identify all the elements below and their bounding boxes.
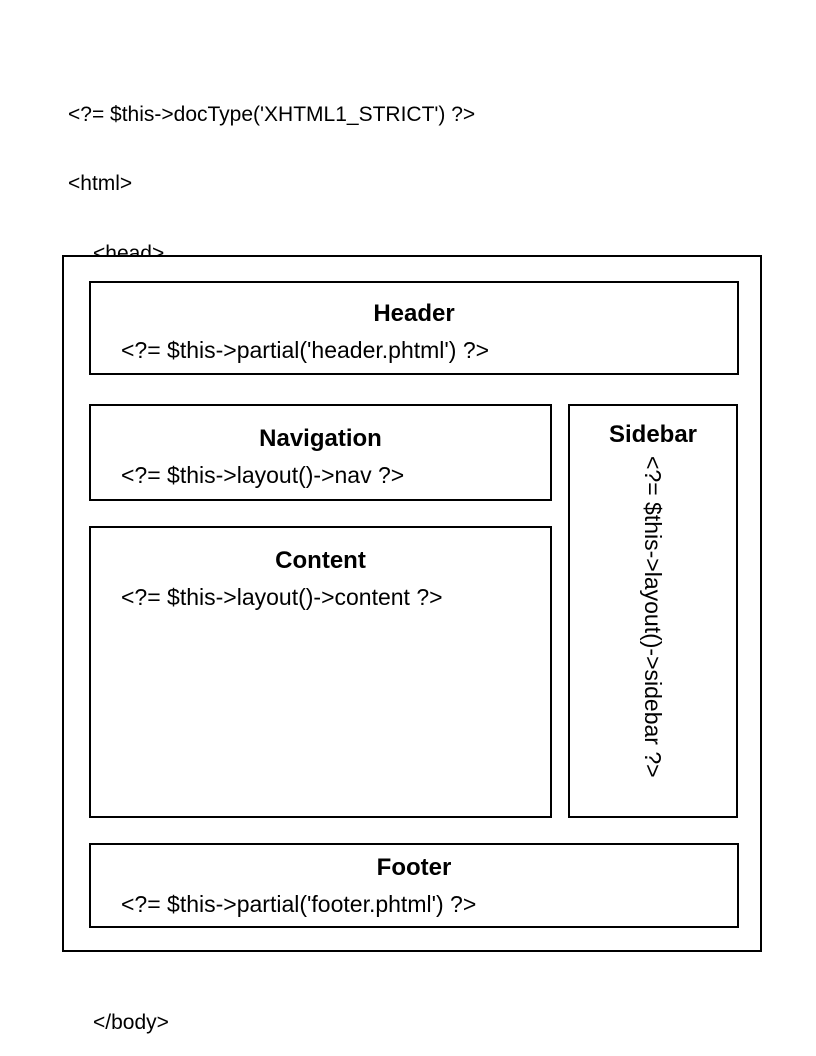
sidebar-box-code: <?= $this->layout()->sidebar ?> bbox=[640, 456, 666, 778]
sidebar-box: Sidebar <?= $this->layout()->sidebar ?> bbox=[568, 404, 738, 818]
navigation-box-title: Navigation bbox=[259, 425, 382, 452]
code-block-bottom: </body> </html> bbox=[68, 964, 169, 1056]
code-line-body-close: </body> bbox=[93, 1010, 169, 1034]
body-layout-box: Header <?= $this->partial('header.phtml'… bbox=[62, 255, 762, 952]
sidebar-box-title: Sidebar bbox=[608, 421, 698, 448]
content-box-title: Content bbox=[275, 547, 366, 574]
code-line-doctype: <?= $this->docType('XHTML1_STRICT') ?> bbox=[68, 102, 476, 126]
header-box-title: Header bbox=[373, 300, 455, 327]
footer-box-title: Footer bbox=[376, 854, 452, 881]
footer-box: Footer <?= $this->partial('footer.phtml'… bbox=[89, 843, 739, 928]
content-box-code: <?= $this->layout()->content ?> bbox=[121, 584, 443, 610]
footer-box-code: <?= $this->partial('footer.phtml') ?> bbox=[121, 891, 477, 917]
header-box: Header <?= $this->partial('header.phtml'… bbox=[89, 281, 739, 375]
navigation-box: Navigation <?= $this->layout()->nav ?> bbox=[89, 404, 552, 501]
content-box: Content <?= $this->layout()->content ?> bbox=[89, 526, 552, 818]
code-line-html-open: <html> bbox=[68, 172, 133, 196]
header-box-code: <?= $this->partial('header.phtml') ?> bbox=[121, 337, 490, 363]
navigation-box-code: <?= $this->layout()->nav ?> bbox=[121, 462, 405, 488]
